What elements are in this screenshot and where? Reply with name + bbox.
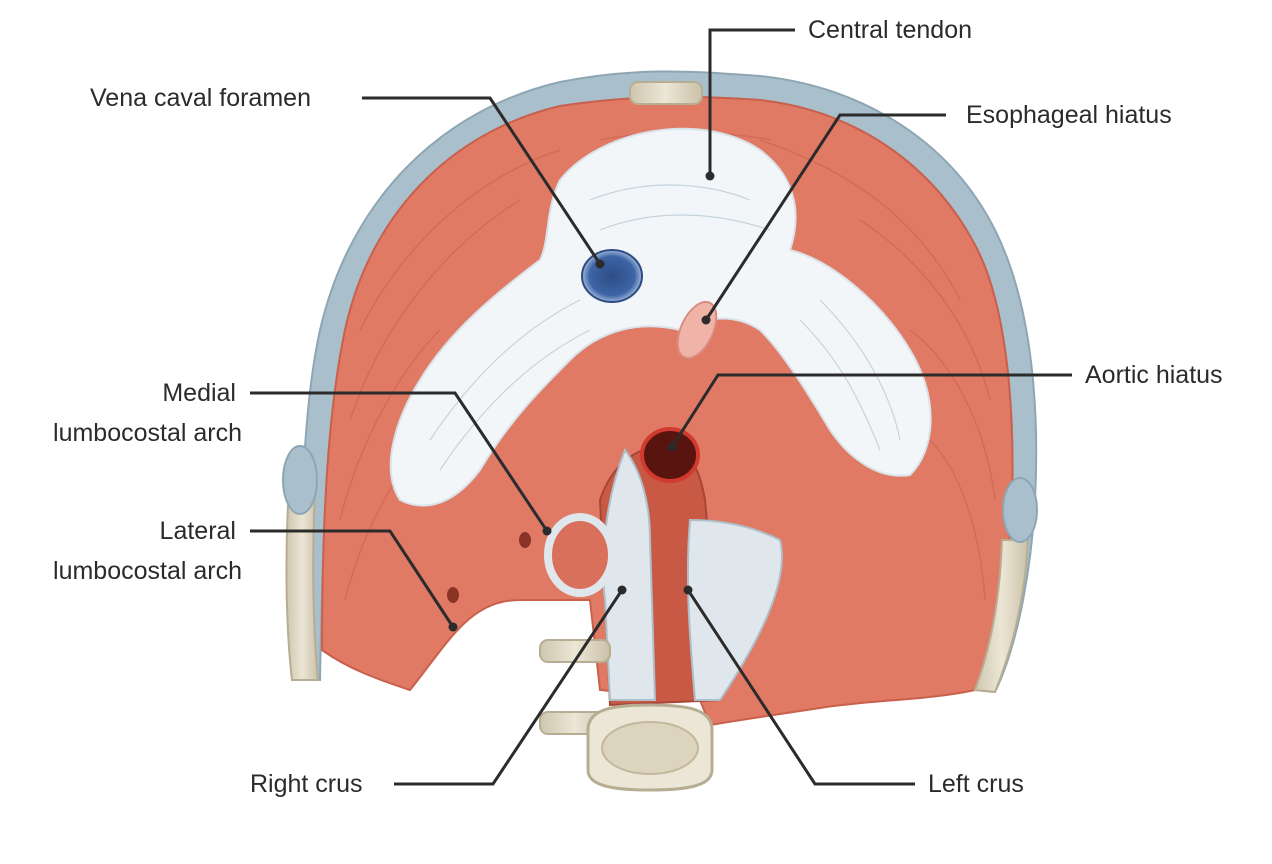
label-lateral-arch-line2: lumbocostal arch xyxy=(53,557,242,585)
vena-caval-foramen-opening xyxy=(581,249,643,303)
tendon-fibers xyxy=(429,184,901,471)
leader-right-crus xyxy=(394,589,624,786)
label-central-tendon: Central tendon xyxy=(808,16,973,44)
leader-left-crus xyxy=(686,589,915,786)
right-rib xyxy=(285,469,320,681)
medial-arch-loop xyxy=(544,513,616,597)
leader-endpoints xyxy=(448,171,715,632)
leader-esophageal-hiatus xyxy=(704,113,946,321)
leader-medial-lumbocostal-arch xyxy=(250,391,549,532)
leader-central-tendon xyxy=(708,28,795,176)
right-crus-shape xyxy=(602,447,657,701)
xiphoid-cartilage xyxy=(629,81,703,105)
right-rib-cartilage-node xyxy=(282,445,318,515)
leader-vena-caval-foramen xyxy=(362,96,602,265)
left-rib-cartilage-node xyxy=(1002,477,1038,543)
leader-lines xyxy=(250,28,1072,786)
label-aortic-hiatus: Aortic hiatus xyxy=(1085,361,1223,389)
leader-lateral-lumbocostal-arch xyxy=(250,529,455,628)
aortic-hiatus-opening xyxy=(640,427,700,483)
label-esophageal-hiatus: Esophageal hiatus xyxy=(966,101,1172,129)
central-tendon-shape xyxy=(389,127,932,507)
leader-aortic-hiatus xyxy=(670,373,1072,448)
label-right-crus: Right crus xyxy=(250,770,363,798)
label-lateral-arch-line1: Lateral xyxy=(159,517,236,545)
left-crus-shape xyxy=(686,518,783,701)
label-vena-caval-foramen: Vena caval foramen xyxy=(90,84,311,112)
label-medial-arch-line2: lumbocostal arch xyxy=(53,419,242,447)
label-medial-arch-line1: Medial xyxy=(162,379,236,407)
left-rib xyxy=(973,539,1030,694)
label-left-crus: Left crus xyxy=(928,770,1024,798)
muscle-fibers xyxy=(339,131,996,601)
